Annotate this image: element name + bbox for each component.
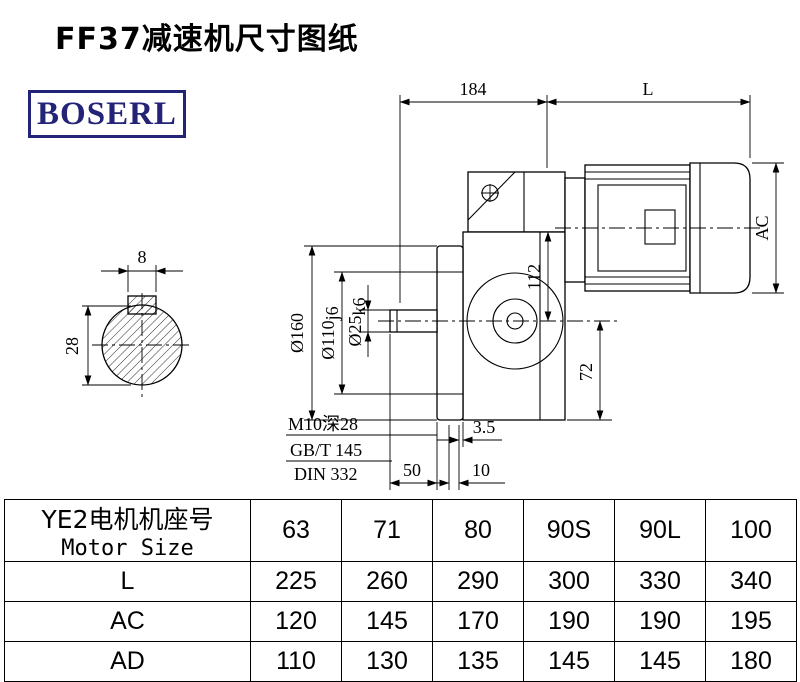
shaft-section-view: 8 28 (62, 247, 192, 397)
table-cell: 190 (614, 601, 706, 642)
thread-std2-label: DIN 332 (294, 464, 358, 484)
dim-50: 50 (389, 334, 438, 490)
gearbox-geometry (389, 171, 566, 421)
table-cell: 145 (341, 601, 433, 642)
dimensions: 184 L AC 112 72 Ø160 (286, 79, 784, 490)
size-header-cell: 80 (432, 499, 524, 562)
size-header-cell: 63 (250, 499, 342, 562)
dia-110-label: Ø110j6 (318, 306, 342, 359)
table-row-AC: AC 120 145 170 190 190 195 (4, 601, 797, 642)
table-header-row: YE2电机机座号 Motor Size 63 71 80 90S 90L 100 (4, 499, 797, 562)
dia-110: Ø110j6 (318, 271, 437, 395)
thread-note-label: M10深28 (288, 414, 358, 434)
table-cell: 180 (705, 641, 797, 682)
dim-shaft-height: 28 (62, 305, 131, 386)
centerlines (378, 227, 762, 322)
table-cell: 260 (341, 561, 433, 602)
motor-size-header-en: Motor Size (61, 536, 194, 561)
table-cell: 120 (250, 601, 342, 642)
shaft-section-geometry (92, 293, 192, 397)
table-cell: 145 (614, 641, 706, 682)
dim-L: L (546, 79, 751, 158)
brand-logo: BOSERL (28, 90, 186, 138)
table-cell: 340 (705, 561, 797, 602)
dim-key-width: 8 (101, 247, 183, 292)
dim-10: 10 (437, 460, 505, 487)
dia-160-label: Ø160 (287, 313, 307, 353)
dim-AC: AC (752, 162, 784, 294)
table-cell: 300 (523, 561, 615, 602)
dim-10-label: 10 (472, 460, 490, 480)
brand-logo-text: BOSERL (37, 95, 177, 132)
table-cell: 190 (523, 601, 615, 642)
thread-note: M10深28 GB/T 145 DIN 332 (286, 414, 437, 484)
row-label-cell: AC (4, 601, 251, 642)
thread-std1-label: GB/T 145 (290, 440, 362, 460)
dia-25-label: Ø25k6 (345, 298, 369, 347)
table-cell: 195 (705, 601, 797, 642)
dim-112: 112 (524, 231, 552, 322)
dia-25: Ø25k6 (345, 285, 390, 357)
page-title: FF37减速机尺寸图纸 (55, 22, 359, 57)
dim-key-width-label: 8 (138, 247, 147, 267)
table-cell: 110 (250, 641, 342, 682)
dim-50-label: 50 (403, 460, 421, 480)
table-cell: 145 (523, 641, 615, 682)
dim-184-label: 184 (460, 79, 487, 99)
dim-3-5: 3.5 (437, 417, 502, 490)
technical-drawing: 8 28 (62, 79, 784, 490)
table-cell: 130 (341, 641, 433, 682)
size-header-cell: 100 (705, 499, 797, 562)
dim-72-label: 72 (576, 363, 596, 381)
table-cell: 135 (432, 641, 524, 682)
motor-size-header-cn: YE2电机机座号 (41, 505, 214, 534)
main-view (378, 162, 762, 421)
dim-shaft-height-label: 28 (62, 337, 82, 355)
table-cell: 290 (432, 561, 524, 602)
dim-L-label: L (643, 79, 654, 99)
table-cell: 330 (614, 561, 706, 602)
table-cell: 225 (250, 561, 342, 602)
dimension-table: YE2电机机座号 Motor Size 63 71 80 90S 90L 100… (4, 499, 797, 682)
dim-72: 72 (567, 320, 612, 421)
motor-size-header-cell: YE2电机机座号 Motor Size (4, 499, 251, 562)
row-label-cell: AD (4, 641, 251, 682)
table-row-AD: AD 110 130 135 145 145 180 (4, 641, 797, 682)
dim-112-label: 112 (524, 264, 544, 290)
table-cell: 170 (432, 601, 524, 642)
size-header-cell: 71 (341, 499, 433, 562)
dim-3-5-label: 3.5 (473, 417, 496, 437)
dia-160: Ø160 (287, 245, 437, 421)
dim-184: 184 (399, 79, 548, 303)
size-header-cell: 90L (614, 499, 706, 562)
dim-AC-label: AC (752, 215, 772, 240)
size-header-cell: 90S (523, 499, 615, 562)
table-row-L: L 225 260 290 300 330 340 (4, 561, 797, 602)
row-label-cell: L (4, 561, 251, 602)
